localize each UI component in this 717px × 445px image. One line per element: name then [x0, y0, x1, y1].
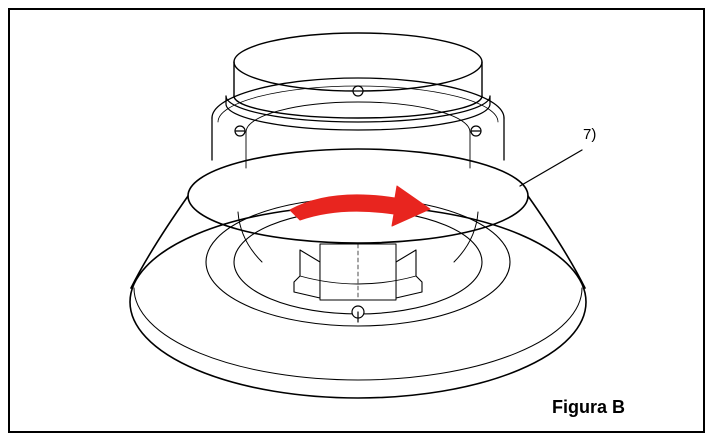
- right-screw-icon: [470, 125, 482, 137]
- figure-frame: [8, 8, 705, 433]
- callout-leader-line: [519, 149, 583, 187]
- keyhole-screw-icon: [351, 305, 365, 323]
- rotation-arrow-icon: [289, 185, 431, 227]
- callout-label-part-7: 7): [583, 126, 597, 143]
- inner-adapter: [237, 211, 479, 301]
- left-screw-icon: [234, 125, 246, 137]
- top-screw-icon: [352, 85, 364, 97]
- figure-caption: Figura B: [552, 397, 626, 417]
- canopy-body: [225, 32, 491, 131]
- mounting-plate: [211, 77, 505, 169]
